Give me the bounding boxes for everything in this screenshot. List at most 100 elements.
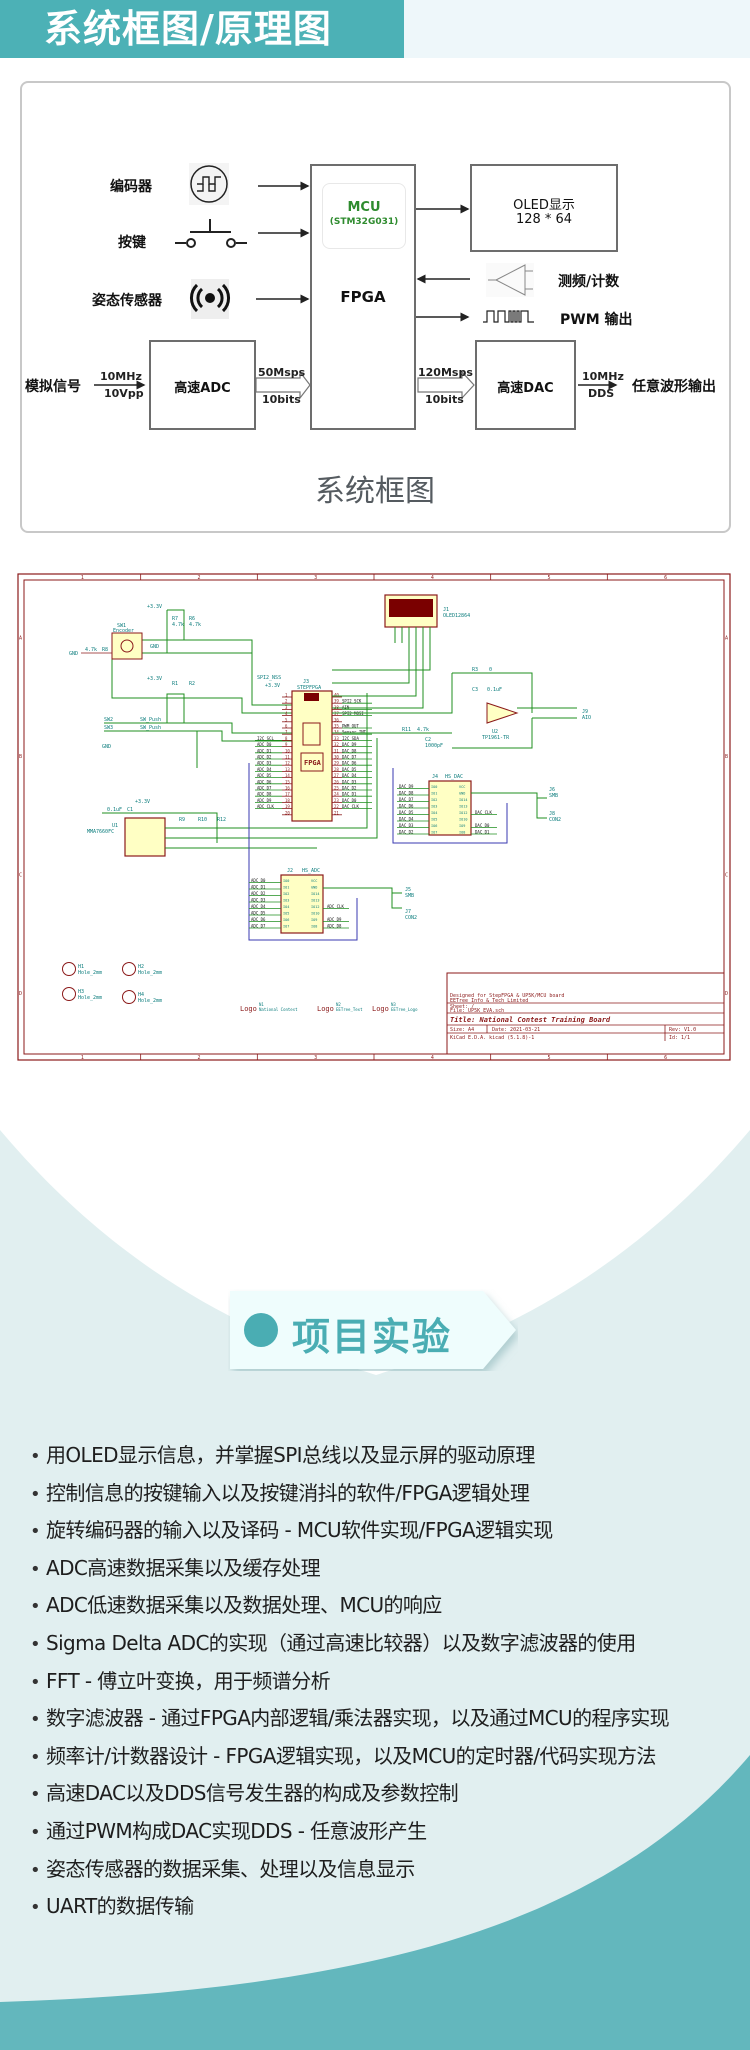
fpga-net-right: I2C_SDA [342, 736, 359, 741]
mcu-label: MCU [347, 200, 381, 215]
hs-pin-left: IO6 [431, 824, 437, 828]
fpga-pin-right: 32 [334, 742, 339, 747]
hs-pin-left: IO5 [283, 912, 289, 916]
c3-val: 0.1uF [487, 687, 502, 693]
bullet-icon: • [30, 1633, 41, 1655]
list-item: •UART的数据传输 [30, 1888, 740, 1926]
hs-pin-right: IO13 [459, 805, 467, 809]
list-item: •用OLED显示信息，并掌握SPI总线以及显示屏的驱动原理 [30, 1437, 740, 1475]
fpga-net-left: ADC_D4 [257, 767, 272, 772]
fpga-net-right: PWM_OUT [342, 724, 359, 729]
hs-pin-left: IO0 [431, 785, 437, 789]
adc-box: 高速ADC [149, 340, 256, 430]
fpga-net-right: DAC_D3 [342, 779, 357, 784]
logo-name: National Contest [259, 1007, 298, 1012]
vcc-label-1: +3.3V [147, 604, 162, 610]
dac-bus-bottom: 10bits [425, 393, 464, 406]
fpga-pin-right: 22 [334, 804, 339, 809]
frame-row-marker: C [725, 872, 728, 878]
oled-line2: 128 * 64 [515, 212, 573, 227]
r7-val: 4.7k [172, 622, 184, 628]
j2-ref: J2 [287, 868, 293, 874]
j6-name: SMB [549, 793, 558, 799]
list-item: •高速DAC以及DDS信号发生器的构成及参数控制 [30, 1775, 740, 1813]
fpga-net-right: Sensor_INT [342, 730, 367, 735]
j8-ref: J8 [549, 811, 555, 817]
hs-pin-left: IO0 [283, 879, 289, 883]
hs-net-right: ADC_D8 [327, 924, 342, 929]
bullet-icon: • [30, 1671, 41, 1693]
bullet-icon: • [30, 1521, 41, 1543]
vcc-label-2: +3.3V [147, 676, 162, 682]
block-diagram-card [20, 81, 731, 533]
decorative-background [0, 1090, 750, 2050]
j6-ref: J6 [549, 787, 555, 793]
fpga-net-right: DAC_D6 [342, 761, 357, 766]
hs-pin-right: IO10 [311, 912, 319, 916]
list-item-text: FFT - 傅立叶变换，用于频谱分析 [46, 1668, 331, 1693]
hs-net-left: ADC_D6 [251, 917, 266, 922]
frame-row-marker: A [19, 635, 22, 641]
frame-row-marker: B [19, 754, 22, 760]
hs-pin-right: IO12 [311, 905, 319, 909]
list-item-text: ADC高速数据采集以及缓存处理 [46, 1555, 321, 1580]
output-label: 任意波形输出 [632, 379, 716, 395]
j4-name: HS_DAC [445, 774, 463, 780]
r11-val: 4.7k [417, 727, 429, 733]
hs-pin-left: IO5 [431, 818, 437, 822]
hole-symbol [122, 962, 136, 976]
fpga-pin-right: 24 [334, 792, 339, 797]
fpga-net-left: ADC_D6 [257, 779, 272, 784]
fpga-net-left: ADC_D8 [257, 792, 272, 797]
fpga-pin-left: 12 [285, 761, 290, 766]
fpga-pin-left: 7 [285, 730, 288, 735]
u1-name: MMA7660FC [87, 829, 114, 835]
section-header: 系统框图/原理图 [0, 0, 750, 58]
hs-net-left: ADC_D1 [251, 885, 266, 890]
analog-spec-bottom: 10Vpp [104, 387, 144, 400]
section-header-tab [0, 0, 404, 58]
fpga-net-left: ADC_D1 [257, 748, 272, 753]
fpga-pin-left: 10 [285, 748, 290, 753]
sheet: Sheet: / [450, 1004, 474, 1010]
logo-name: EETree_Text [336, 1007, 363, 1012]
vcc-label-3: +3.3V [265, 683, 280, 689]
frame-row-marker: A [725, 635, 728, 641]
fpga-pin-left: 6 [285, 724, 288, 729]
j2-name: HS_ADC [302, 868, 320, 874]
gnd-label-2: GND [150, 644, 159, 650]
frame-col-marker: 3 [314, 1055, 317, 1061]
logo-ref: N2 [336, 1002, 341, 1007]
j4-ref: J4 [432, 774, 438, 780]
list-item: •频率计/计数器设计 - FPGA逻辑实现，以及MCU的定时器/代码实现方法 [30, 1738, 740, 1776]
bullet-icon: • [30, 1859, 41, 1881]
bullet-icon: • [30, 1821, 41, 1843]
fpga-net-left: ADC_D9 [257, 798, 272, 803]
frame-col-marker: 6 [664, 1055, 667, 1061]
adc-bus-top: 50Msps [258, 366, 306, 379]
bullet-icon: • [30, 1709, 41, 1731]
frame-row-marker: D [725, 991, 728, 997]
rev: Rev: V1.0 [669, 1027, 696, 1033]
spi-nss-label: SPI2_NSS [257, 675, 281, 681]
frame-row-marker: B [725, 754, 728, 760]
dac-bus-top: 120Msps [418, 366, 473, 379]
hs-net-right: DAC_CLK [475, 810, 492, 815]
hole-ref: H4 [138, 992, 144, 998]
hs-net-left: DAC_D6 [399, 804, 414, 809]
list-item: •Sigma Delta ADC的实现（通过高速比较器）以及数字滤波器的使用 [30, 1625, 740, 1663]
hole-ref: H3 [78, 989, 84, 995]
frame-col-marker: 4 [431, 575, 434, 581]
rotary-encoder-icon [189, 163, 229, 205]
j9-name: AIO [582, 715, 591, 721]
designed-for: Designed for StepFPGA & UP5K/MCU board [450, 993, 564, 999]
bullet-icon: • [30, 1897, 41, 1919]
block-diagram: 编码器 按键 姿态传感器 模拟信号 10MHz 10Vpp 高速ADC 50Ms… [0, 0, 750, 540]
hs-net-right: ADC_D9 [327, 917, 342, 922]
fpga-pin-right: 23 [334, 798, 339, 803]
fpga-pin-left: 4 [285, 711, 288, 716]
list-item: •FFT - 傅立叶变换，用于频谱分析 [30, 1663, 740, 1701]
